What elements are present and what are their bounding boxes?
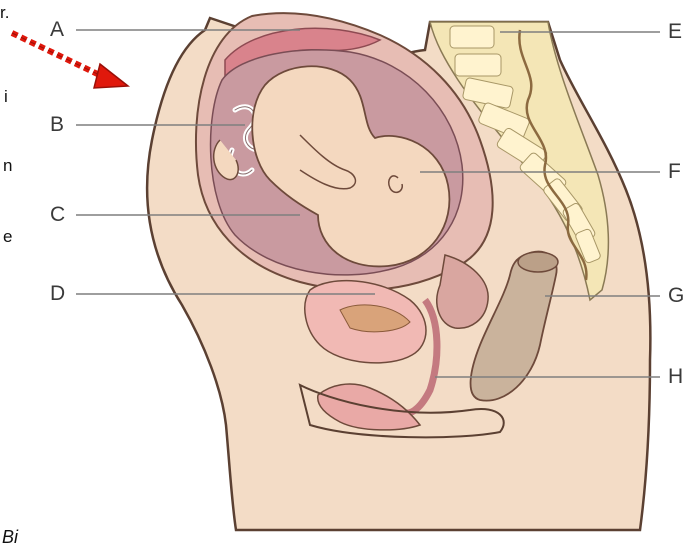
side-text-line3: n	[3, 157, 12, 174]
red-arrow-icon	[12, 33, 128, 88]
label-f: F	[668, 161, 681, 182]
side-text-bottom: Bi	[2, 528, 18, 546]
label-e: E	[668, 21, 682, 42]
side-text-line2: i	[4, 88, 8, 105]
label-c: C	[50, 204, 65, 225]
label-g: G	[668, 285, 684, 306]
label-a: A	[50, 19, 64, 40]
label-h: H	[668, 366, 683, 387]
label-d: D	[50, 283, 65, 304]
side-text-line4: e	[3, 228, 12, 245]
label-b: B	[50, 114, 64, 135]
side-text-top: r.	[0, 4, 9, 21]
